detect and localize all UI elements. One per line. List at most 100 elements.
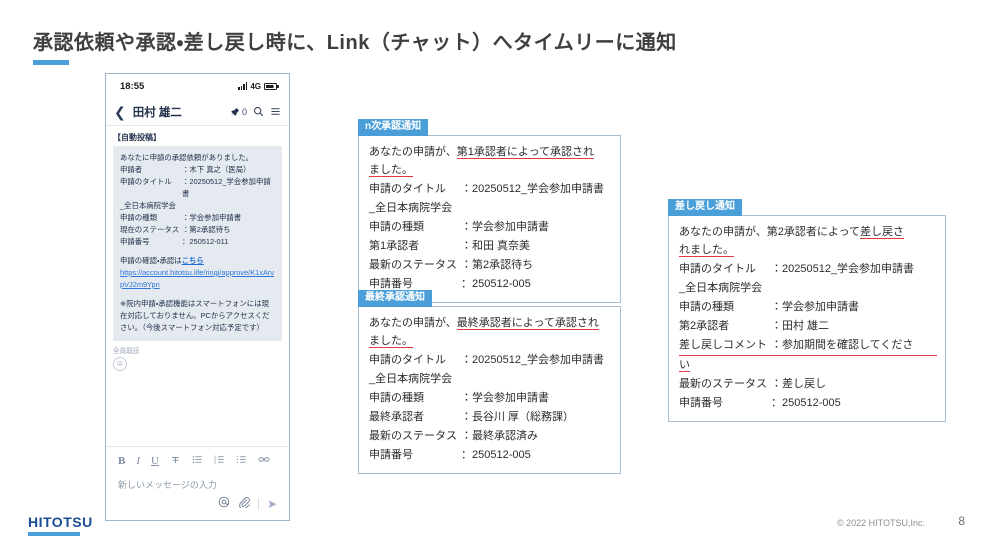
field-key: 申請の種類 — [369, 392, 424, 405]
field-value: ：長谷川 厚（総務課） — [461, 411, 575, 424]
approval-link-prefix: 申請の確認・承認は — [120, 255, 182, 265]
field-value: ：250512-005 — [461, 448, 531, 461]
at-mention-icon[interactable] — [218, 496, 230, 511]
field-value: ：田村 雄二 — [771, 320, 830, 333]
chevron-left-icon[interactable]: ❮ — [114, 103, 126, 120]
callout-body: あなたの申請が、最終承認者によって承認され ました。 申請のタイトル ：2025… — [358, 305, 621, 474]
link-icon[interactable] — [258, 454, 270, 468]
bulleted-list-icon[interactable] — [192, 454, 203, 468]
approval-link-line: 申請の確認・承認はこちら https://account.hitotsu.lif… — [120, 255, 275, 291]
callout-intro-highlight: 最終承認者によって承認され — [456, 316, 599, 330]
field-key: 申請の種類 — [369, 221, 424, 234]
read-status: 全員既読 — [113, 347, 140, 355]
message-field-continuation: _全日本病院学会 — [120, 200, 176, 210]
field-value: ：20250512_学会参加申請書 — [461, 183, 605, 196]
callout-field: 申請番号 ：250512-005 — [369, 446, 612, 465]
italic-icon[interactable]: I — [136, 454, 141, 467]
callout-field: 申請のタイトル ：20250512_学会参加申請書 — [369, 180, 612, 199]
field-value: ：20250512_学会参加申請書 — [182, 176, 271, 198]
chat-header: ❮ 田村 雄二 0 — [106, 98, 289, 126]
field-value: ：木下 真之（医局） — [182, 164, 251, 174]
network-label: 4G — [250, 81, 261, 91]
pin-icon[interactable]: 0 — [230, 107, 247, 117]
field-key: 申請の種類 — [120, 212, 157, 222]
callout-body: あなたの申請が、第2承認者によって差し戻さ れました。 申請のタイトル ：202… — [668, 214, 946, 422]
field-value: ：学会参加申請書 — [461, 392, 549, 405]
hamburger-menu-icon[interactable] — [270, 106, 281, 117]
callout-intro-plain: あなたの申請が、 — [369, 316, 457, 329]
callout-field-comment: 差し戻しコメント ：参加期間を確認してくださ — [679, 336, 937, 356]
field-value: ：和田 真奈美 — [461, 240, 531, 253]
battery-icon — [264, 82, 279, 90]
field-key: 申請番号 — [369, 277, 413, 290]
field-key: 最新のステータス — [369, 258, 457, 271]
field-key: 最新のステータス — [369, 429, 457, 442]
send-arrow-icon[interactable]: ➤ — [266, 496, 277, 511]
callout-intro: あなたの申請が、第1承認者によって承認され — [369, 143, 612, 162]
bold-icon[interactable]: B — [118, 454, 126, 467]
message-field: 申請のタイトル ：20250512_学会参加申請書 — [120, 176, 275, 200]
indent-list-icon[interactable] — [236, 454, 247, 468]
svg-text:3: 3 — [214, 461, 216, 465]
field-key: 申請のタイトル — [369, 354, 446, 367]
field-value: ：20250512_学会参加申請書 — [771, 263, 915, 276]
copyright-text: © 2022 HITOTSU,Inc. — [837, 518, 925, 528]
auto-post-label: 【自動投稿】 — [113, 133, 161, 142]
callout-intro-line2: ました。 — [369, 164, 413, 178]
strikethrough-icon[interactable] — [170, 454, 181, 468]
field-key: 申請番号 — [679, 396, 723, 409]
field-key: 最終承認者 — [369, 411, 424, 424]
composer-actions: ➤ — [106, 493, 289, 520]
field-key: 申請番号 — [120, 236, 150, 246]
paperclip-icon[interactable] — [238, 496, 250, 511]
svg-text:1: 1 — [214, 455, 216, 459]
status-indicators: 4G — [238, 81, 279, 91]
callout-field: 申請の種類 ：学会参加申請書 — [679, 298, 937, 317]
field-key: 申請の種類 — [679, 301, 734, 314]
search-icon[interactable] — [253, 106, 264, 117]
callout-intro-line2: れました。 — [679, 244, 734, 258]
brand-logo-underline — [28, 532, 80, 536]
pin-count: 0 — [241, 106, 247, 117]
field-value: ：最終承認済み — [461, 429, 538, 442]
approval-url-link[interactable]: https://account.hitotsu.life/ringi/appro… — [120, 267, 275, 289]
field-value: ：250512-005 — [461, 277, 531, 290]
callout-field-continuation: い — [679, 358, 690, 372]
callout-intro: あなたの申請が、第2承認者によって差し戻さ — [679, 223, 937, 242]
field-key: 申請のタイトル — [120, 176, 172, 186]
title-accent-bar — [33, 60, 69, 65]
chat-message-area: 【自動投稿】 あなたに申請の承認依頼がありました。 申請者 ：木下 真之（医局）… — [106, 126, 289, 464]
field-key: 第1承認者 — [369, 240, 420, 253]
callout-field-continuation: _全日本病院学会 — [369, 202, 453, 215]
callout-field: 第1承認者 ：和田 真奈美 — [369, 237, 612, 256]
approval-link-text[interactable]: こちら — [181, 255, 204, 265]
callout-body: あなたの申請が、第1承認者によって承認され ました。 申請のタイトル ：2025… — [358, 134, 621, 303]
message-input[interactable]: 新しいメッセージの入力 — [118, 480, 217, 490]
message-field: 現在のステータス ：第2承認待ち — [120, 224, 275, 236]
callout-intro-plain: あなたの申請が、第2承認者によって — [679, 225, 861, 238]
callout-field: 最新のステータス ：最終承認済み — [369, 427, 612, 446]
field-key: 第2承認者 — [679, 320, 730, 333]
callout-field: 申請番号 ：250512-005 — [679, 394, 937, 413]
callout-intro-highlight: 差し戻さ — [860, 225, 905, 239]
underline-icon[interactable]: U — [151, 454, 159, 467]
field-value: ：学会参加申請書 — [182, 212, 242, 222]
status-time: 18:55 — [120, 80, 145, 92]
callout-card-rejection: 差し戻し通知 あなたの申請が、第2承認者によって差し戻さ れました。 申請のタイ… — [668, 196, 946, 422]
field-key: 申請番号 — [369, 448, 413, 461]
chat-title: 田村 雄二 — [132, 106, 182, 119]
field-value: ：第2承認待ち — [461, 258, 534, 271]
callout-field-continuation: _全日本病院学会 — [369, 373, 453, 386]
message-note: ※院内申請・承認機能はスマートフォンには現在対応しておりません。PCからアクセス… — [120, 298, 270, 332]
field-key: 申請のタイトル — [679, 263, 756, 276]
emoji-reaction-icon[interactable]: ☺ — [113, 356, 127, 371]
message-field: 申請の種類 ：学会参加申請書 — [120, 212, 275, 224]
field-value: ：差し戻し — [771, 377, 826, 390]
phone-status-bar: 18:55 4G — [106, 74, 289, 98]
composer-divider — [257, 497, 259, 510]
callout-intro: あなたの申請が、最終承認者によって承認され — [369, 314, 612, 333]
signal-bars-icon — [238, 82, 248, 90]
